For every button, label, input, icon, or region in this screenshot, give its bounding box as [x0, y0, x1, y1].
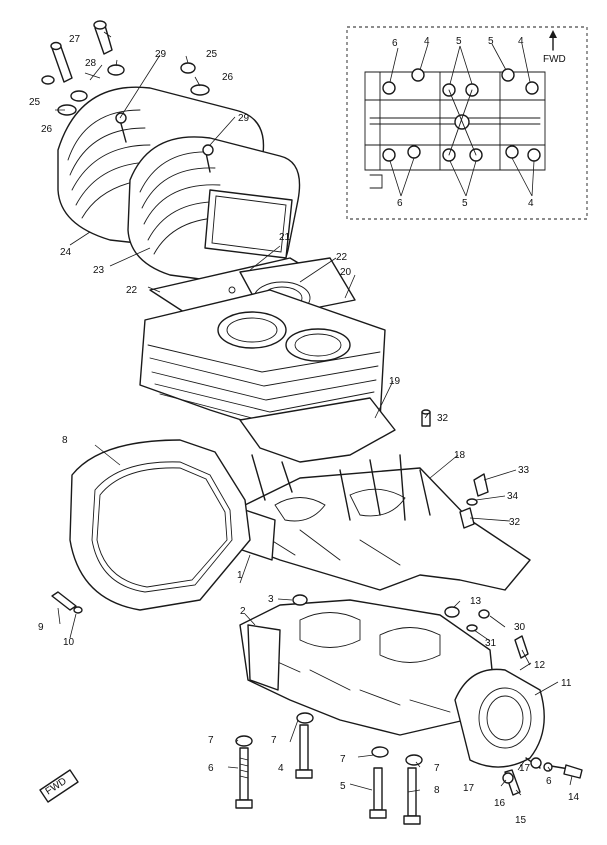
- part-label-7-b: 7: [271, 735, 277, 746]
- part-label-12: 12: [534, 660, 546, 671]
- part-label-4-bolt-b: 8: [434, 785, 440, 796]
- corner-fwd-tag: FWD: [39, 769, 79, 803]
- part-label-30: 30: [514, 622, 526, 633]
- crankcase-bolts: [235, 712, 423, 825]
- inset-bolt-pattern: FWD 6 4 5 5 4 6 5 4: [346, 26, 588, 220]
- dowel-pin: [292, 594, 308, 606]
- part-label-29-top: 29: [155, 49, 167, 60]
- part-label-22-left: 22: [126, 285, 138, 296]
- part-label-32-bottom: 32: [509, 517, 521, 528]
- part-label-31: 31: [485, 638, 497, 649]
- filter-cover: [454, 668, 583, 796]
- cylinder-base-gasket: [239, 397, 396, 463]
- part-label-21: 21: [279, 232, 291, 243]
- part-label-32-top: 32: [437, 413, 449, 424]
- side-cover: [69, 439, 251, 611]
- part-label-11: 11: [561, 678, 572, 689]
- part-label-3: 3: [268, 594, 274, 605]
- part-label-33: 33: [518, 465, 530, 476]
- part-label-26-top: 26: [222, 72, 234, 83]
- part-label-4-bolt-a: 4: [278, 763, 284, 774]
- part-label-19: 19: [389, 376, 401, 387]
- drain-bolt: [51, 591, 83, 614]
- part-label-16: 16: [494, 798, 506, 809]
- part-label-7-a: 7: [208, 735, 214, 746]
- right-side-small-parts: [444, 606, 529, 659]
- crankcase-upper: [239, 454, 531, 591]
- part-label-8-cover: 8: [62, 435, 68, 446]
- part-label-17-a: 17: [519, 763, 531, 774]
- part-label-18: 18: [454, 450, 466, 461]
- part-label-20: 20: [340, 267, 352, 278]
- part-label-6-washer: 6: [546, 776, 552, 787]
- part-label-5-bolt: 5: [340, 781, 346, 792]
- part-label-6-bolt: 6: [208, 763, 214, 774]
- part-label-9: 9: [38, 622, 44, 633]
- part-label-34: 34: [507, 491, 519, 502]
- part-label-28: 28: [85, 58, 97, 69]
- part-label-5-inset-top-left: 5: [456, 36, 462, 47]
- part-label-29-right: 29: [238, 113, 250, 124]
- part-label-5-inset-bottom: 5: [462, 198, 468, 209]
- part-label-2: 2: [240, 606, 246, 617]
- inset-fwd-label: FWD: [543, 54, 566, 65]
- crankcase-lower: [239, 599, 496, 736]
- part-label-25-top: 25: [206, 49, 218, 60]
- part-label-4-inset-top-right: 4: [518, 36, 524, 47]
- part-label-1: 1: [237, 570, 243, 581]
- part-label-4-inset-bottom: 4: [528, 198, 534, 209]
- part-label-25-left: 25: [29, 97, 41, 108]
- part-label-10: 10: [63, 637, 75, 648]
- cylinder-heads: [57, 86, 301, 286]
- part-label-13: 13: [470, 596, 482, 607]
- part-label-26-left: 26: [41, 124, 53, 135]
- part-label-22-right: 22: [336, 252, 348, 263]
- part-label-17-b: 17: [463, 783, 475, 794]
- part-label-14: 14: [568, 792, 580, 803]
- plugs-and-orings: [421, 409, 489, 529]
- part-label-5-inset-top-right: 5: [488, 36, 494, 47]
- part-label-6-inset-bottom: 6: [397, 198, 403, 209]
- part-label-7-c: 7: [340, 754, 346, 765]
- part-label-23: 23: [93, 265, 105, 276]
- part-label-7-d: 7: [434, 763, 440, 774]
- inset-fwd-arrow-icon: [549, 30, 557, 51]
- part-label-15: 15: [515, 815, 527, 826]
- part-label-27: 27: [69, 34, 81, 45]
- part-label-6-inset-top: 6: [392, 38, 398, 49]
- part-label-24: 24: [60, 247, 72, 258]
- part-label-4-inset-top-left: 4: [424, 36, 430, 47]
